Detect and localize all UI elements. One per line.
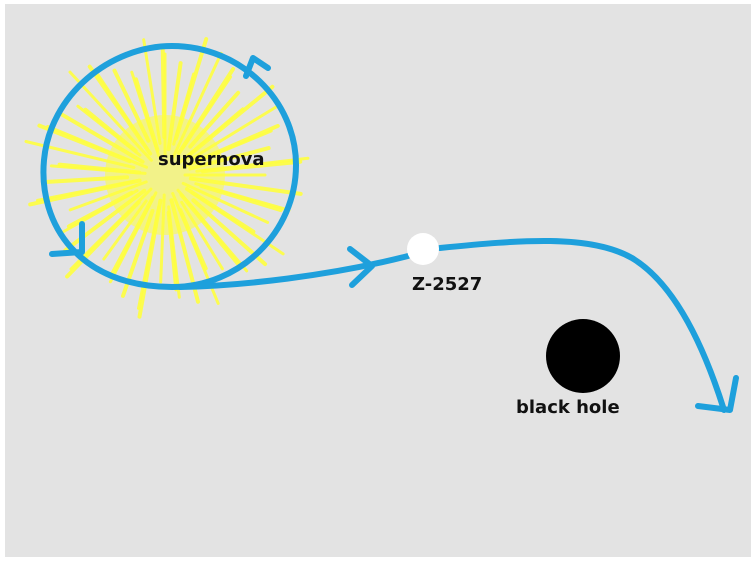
object-label: Z-2527 xyxy=(412,276,482,294)
orbit-arrow-top xyxy=(246,58,268,76)
object-z-2527 xyxy=(407,233,439,265)
black-hole-label: black hole xyxy=(516,399,620,417)
supernova-glow xyxy=(26,39,308,317)
supernova-label: supernova xyxy=(158,151,265,169)
black-hole xyxy=(546,319,620,393)
